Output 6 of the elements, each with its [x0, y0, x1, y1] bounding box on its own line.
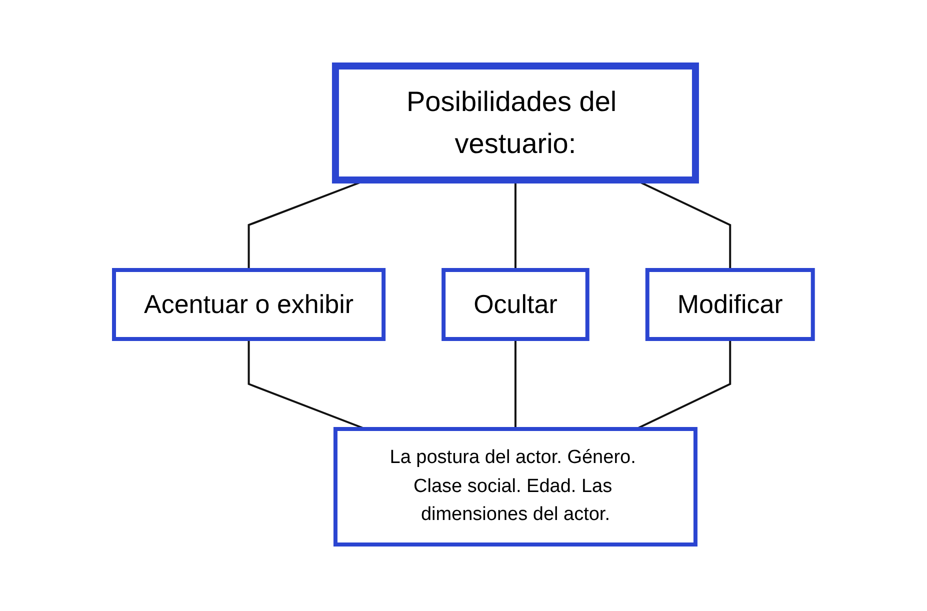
- connector: [514, 339, 517, 430]
- node-box: La postura del actor. Género. Clase social. Edad. Las dimensiones del actor.: [334, 427, 698, 547]
- node-box: Ocultar: [442, 268, 590, 342]
- node-box: Modificar: [645, 268, 815, 342]
- node-box: Posibilidades del vestuario:: [332, 62, 700, 184]
- node-box: Acentuar o exhibir: [112, 268, 386, 342]
